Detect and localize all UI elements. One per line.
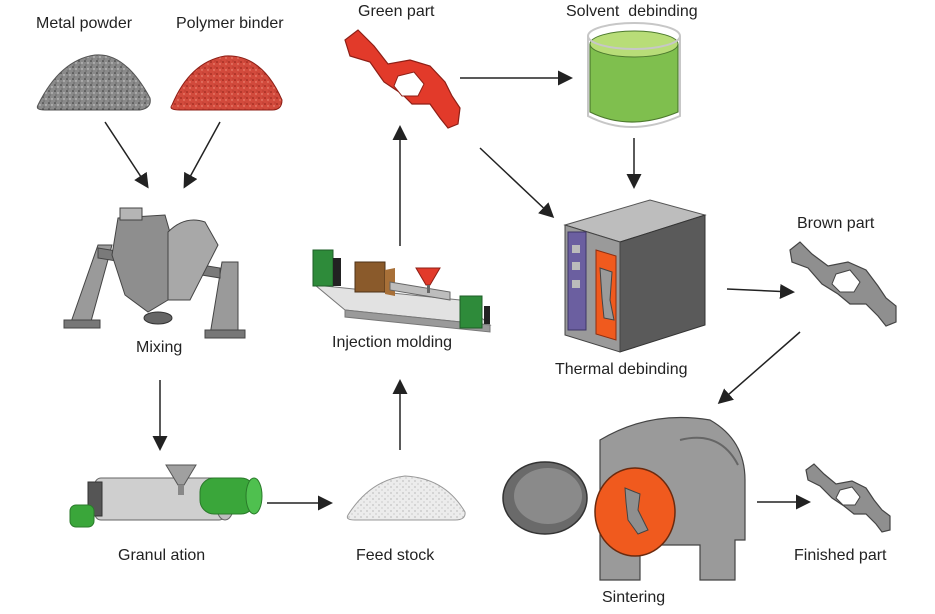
injection-machine [312,249,492,333]
label-solvent-debinding: Solvent debinding [566,3,698,20]
feedstock-pile [346,475,466,521]
green-part-hole [393,71,425,97]
label-finished-part: Finished part [794,547,887,564]
label-thermal-debinding: Thermal debinding [555,361,688,378]
label-sintering: Sintering [602,589,666,606]
label-granulation: Granul ation [118,547,206,564]
solvent-beaker [587,22,681,128]
polymer-binder-pile [170,55,283,111]
label-injection-molding: Injection molding [332,334,453,351]
label-metal-powder: Metal powder [36,15,133,32]
label-polymer-binder: Polymer binder [176,15,284,32]
label-mixing: Mixing [136,339,183,356]
metal-powder-pile [36,54,151,111]
label-green-part: Green part [358,3,435,20]
finished-part-hole [835,486,861,506]
sintering-furnace [502,416,746,581]
arrow-binder-to-mixing [183,121,221,189]
label-feed-stock: Feed stock [356,547,435,564]
arrow-thermal-to-brown [726,283,795,299]
arrow-brown-to-sintering [717,331,801,404]
mixer-machine [63,207,246,339]
brown-part-hole [831,269,861,293]
granulation-machine [69,464,263,528]
label-brown-part: Brown part [797,215,875,232]
thermal-furnace [563,199,707,353]
arrow-metal-to-mixing [104,121,149,189]
arrow-green-to-thermal [479,147,555,219]
